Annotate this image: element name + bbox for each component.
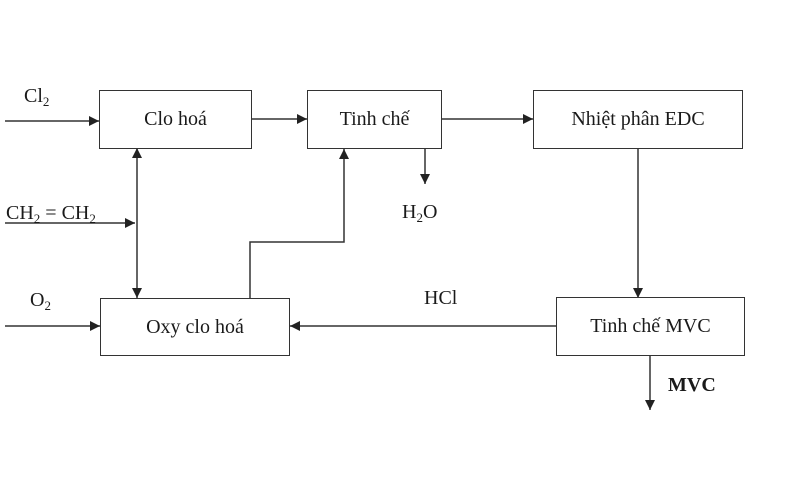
o2-label: O2 [30, 289, 51, 313]
clo-hoa-label: Clo hoá [144, 108, 207, 130]
tinh-che-mvc-label: Tinh chế MVC [590, 315, 711, 337]
box-nhiet-phan-edc: Nhiệt phân EDC [533, 90, 743, 149]
h2o-label: H2O [402, 201, 438, 225]
nhiet-phan-label: Nhiệt phân EDC [571, 108, 705, 130]
box-tinh-che: Tinh chế [307, 90, 442, 149]
oxy-to-tinh-che-arrow [249, 149, 349, 298]
mvc-label: MVC [668, 374, 716, 396]
tinh-che-label: Tinh chế [339, 108, 410, 130]
box-clo-hoa: Clo hoá [99, 90, 252, 149]
box-tinh-che-mvc: Tinh chế MVC [556, 297, 745, 356]
oxy-clo-hoa-label: Oxy clo hoá [146, 315, 244, 338]
cl2-label: Cl2 [24, 85, 50, 109]
hcl-label: HCl [424, 287, 458, 309]
box-oxy-clo-hoa: Oxy clo hoá [100, 298, 290, 356]
ethylene-label: CH2 = CH2 [6, 202, 96, 226]
